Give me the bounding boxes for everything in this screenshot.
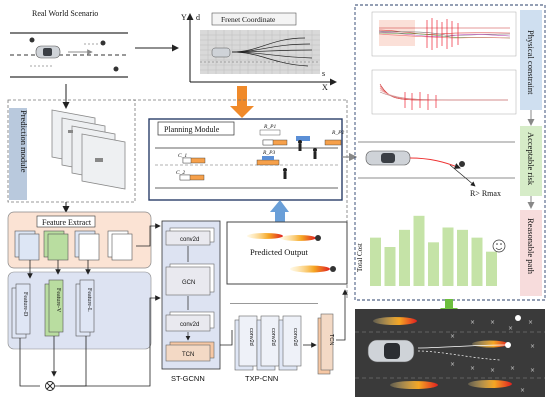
frenet-panel: Y d s X Frenet Coordinate bbox=[181, 12, 337, 92]
svg-text:×: × bbox=[520, 387, 525, 394]
svg-text:×: × bbox=[510, 365, 515, 372]
trajectory-heatmap bbox=[280, 235, 316, 241]
prediction-label: Prediction module bbox=[19, 110, 29, 173]
prediction-label-bar bbox=[9, 108, 27, 200]
orange-arrow bbox=[230, 86, 254, 118]
arrow bbox=[55, 295, 161, 387]
block-conv2d: conv2d bbox=[270, 328, 276, 346]
cost-bar bbox=[399, 229, 410, 286]
cost-bar bbox=[442, 227, 454, 286]
cost-bar bbox=[428, 242, 439, 286]
trajectory-heatmap bbox=[390, 381, 438, 389]
svg-text:×: × bbox=[470, 365, 475, 372]
svg-text:×: × bbox=[470, 319, 475, 326]
pedestrian-icon bbox=[283, 140, 317, 179]
feature-extract-title: Feature Extract bbox=[42, 218, 92, 227]
axis-x-label: X bbox=[322, 83, 328, 92]
block-conv2d: conv2d bbox=[292, 328, 298, 346]
trajectory-heatmap bbox=[290, 265, 330, 273]
r-max-label: R> Rmax bbox=[470, 189, 501, 198]
block-conv2d: conv2d bbox=[180, 322, 199, 328]
real-world-scenario: Real World Scenario bbox=[10, 9, 128, 78]
block-gcn: GCN bbox=[182, 280, 195, 286]
physical-constraint-label: Physical constraint bbox=[526, 30, 536, 95]
planning-module: Planning Module R_P1 R_P2 R_P3 C_1 C_2 bbox=[148, 118, 344, 201]
arrow bbox=[136, 223, 161, 247]
multiply-icon bbox=[45, 381, 55, 391]
st-gcnn: conv2d GCN conv2d TCN ST-GCNN bbox=[161, 220, 221, 383]
frenet-title: Frenet Coordinate bbox=[221, 15, 276, 24]
reasonable-path-label: Reasonable path bbox=[526, 218, 536, 275]
svg-text:×: × bbox=[508, 325, 513, 332]
cost-bar bbox=[457, 229, 468, 286]
trajectory-heatmap bbox=[373, 317, 417, 325]
cost-bar bbox=[384, 247, 396, 286]
label-rp1: R_P1 bbox=[263, 124, 276, 130]
total-cost-chart: Total Cost bbox=[356, 215, 506, 286]
svg-text:×: × bbox=[528, 319, 533, 326]
scenario-title: Real World Scenario bbox=[32, 9, 98, 18]
axis-y-label: Y bbox=[181, 13, 187, 22]
result-scene: × × × × × × × × × × × × bbox=[355, 309, 545, 397]
feature-l-label: Feature-L bbox=[86, 288, 92, 312]
acceleration-plot bbox=[371, 69, 517, 115]
svg-text:×: × bbox=[450, 361, 455, 368]
predicted-output: Predicted Output bbox=[226, 221, 348, 285]
svg-text:×: × bbox=[530, 367, 535, 374]
label-c1: C_1 bbox=[178, 153, 187, 159]
txp-cnn: conv2d conv2d conv2d TXP-CNN TCN bbox=[230, 303, 334, 383]
feature-d-label: Feature-D bbox=[22, 292, 28, 317]
st-gcnn-label: ST-GCNN bbox=[171, 374, 205, 383]
car-icon bbox=[35, 45, 61, 59]
feature-extract: Feature Extract bbox=[7, 211, 152, 269]
block-tcn: TCN bbox=[182, 352, 194, 358]
curvature-plot bbox=[371, 11, 517, 57]
block-tcn: TCN bbox=[328, 334, 334, 345]
frame-stack bbox=[51, 109, 126, 190]
feature-maps bbox=[14, 230, 133, 261]
car-icon bbox=[365, 150, 411, 166]
cost-bar bbox=[370, 237, 381, 286]
axis-s-label: s bbox=[322, 69, 325, 78]
trajectory-heatmap bbox=[247, 233, 283, 239]
candidate-paths bbox=[231, 37, 313, 67]
blue-arrow bbox=[270, 200, 289, 223]
reasonable-path-bar bbox=[520, 210, 542, 296]
predicted-output-label: Predicted Output bbox=[250, 247, 308, 257]
prediction-frame bbox=[7, 99, 136, 203]
planning-rects bbox=[179, 129, 342, 181]
arrow bbox=[336, 289, 348, 341]
smiley-icon bbox=[492, 239, 506, 253]
label-rp2: R_P2 bbox=[331, 130, 344, 136]
svg-text:×: × bbox=[530, 343, 535, 350]
total-cost-label: Total Cost bbox=[356, 243, 364, 272]
pedestrian-icon bbox=[459, 161, 465, 167]
cost-bar bbox=[413, 215, 425, 286]
block-conv2d: conv2d bbox=[180, 237, 199, 243]
acceptable-risk-label: Acceptable risk bbox=[526, 132, 536, 186]
svg-text:×: × bbox=[450, 333, 455, 340]
block-conv2d: conv2d bbox=[248, 328, 254, 346]
cost-bar bbox=[486, 251, 497, 286]
pedestrian-icon bbox=[29, 37, 119, 72]
axis-d-label: d bbox=[196, 13, 200, 22]
cost-bar bbox=[471, 237, 483, 286]
svg-text:×: × bbox=[490, 367, 495, 374]
svg-text:×: × bbox=[490, 319, 495, 326]
label-rp3: R_P3 bbox=[262, 150, 275, 156]
pedestrian-icon bbox=[330, 266, 336, 272]
physical-constraint-bar bbox=[520, 10, 542, 110]
acceptable-risk-bar bbox=[520, 126, 542, 196]
trajectory-heatmap bbox=[472, 340, 508, 348]
trajectory-heatmap bbox=[468, 380, 512, 388]
pedestrian-icon bbox=[515, 315, 521, 321]
feature-v-label: Feature-V bbox=[55, 288, 61, 313]
car-icon bbox=[211, 47, 231, 58]
planning-title: Planning Module bbox=[164, 125, 220, 134]
pedestrian-icon bbox=[315, 235, 321, 241]
pedestrian-icon bbox=[505, 342, 511, 348]
label-c2: C_2 bbox=[176, 170, 185, 176]
txp-cnn-label: TXP-CNN bbox=[245, 374, 278, 383]
